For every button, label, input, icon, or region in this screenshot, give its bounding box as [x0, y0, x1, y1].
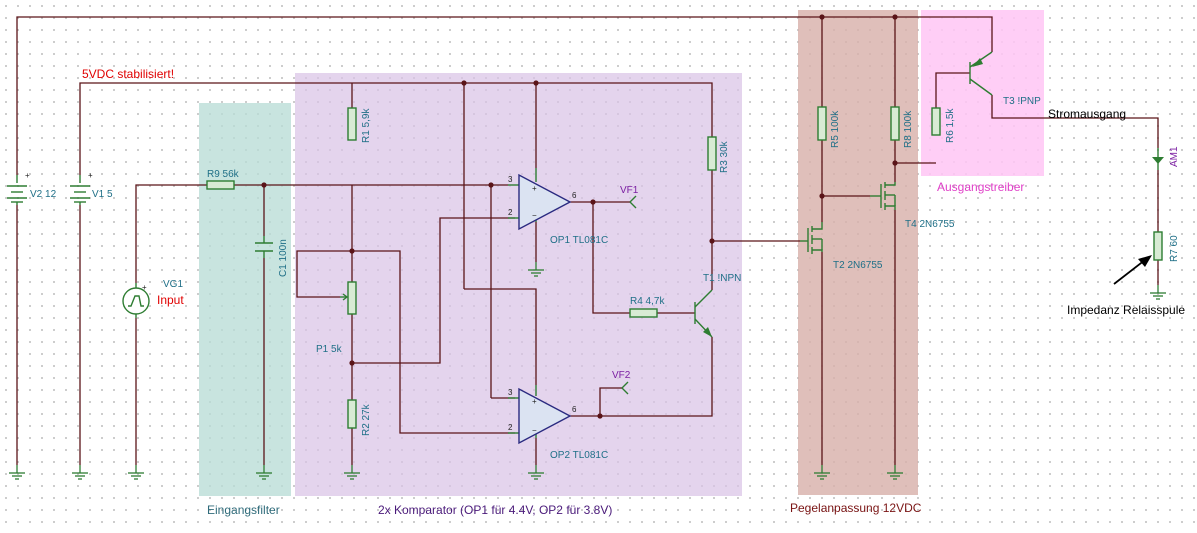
- region-output-driver: [921, 10, 1044, 176]
- ammeter-am1[interactable]: [1152, 148, 1164, 170]
- label-r2: R2 27k: [361, 403, 372, 436]
- region-label-input-filter: Eingangsfilter: [207, 503, 280, 517]
- region-input-filter: [199, 103, 291, 496]
- op1-pin3: 3: [508, 175, 513, 184]
- label-t2: T2 2N6755: [833, 260, 883, 271]
- plus-sign: +: [142, 283, 147, 292]
- junctions: [261, 14, 898, 419]
- resistor-r2[interactable]: [347, 399, 357, 429]
- battery-v2[interactable]: +: [7, 171, 30, 205]
- op2-minus-symbol: −: [532, 426, 537, 435]
- supply-note: 5VDC stabilisiert!: [82, 67, 174, 81]
- label-r4: R4 4,7k: [630, 296, 665, 307]
- resistor-r6[interactable]: [931, 107, 941, 136]
- resistor-r1[interactable]: [347, 107, 357, 141]
- signal-generator-vg1[interactable]: +: [122, 283, 150, 318]
- label-t1: T1 !NPN: [703, 273, 741, 284]
- output-label: Stromausgang: [1048, 107, 1126, 121]
- load-note: Impedanz Relaisspule: [1067, 303, 1185, 317]
- label-t3: T3 !PNP: [1003, 96, 1041, 107]
- opamp-op1[interactable]: + − 3 2 6: [508, 168, 577, 231]
- transistor-t3-pnp[interactable]: [969, 51, 993, 96]
- resistor-r5[interactable]: [817, 106, 827, 141]
- plus-sign: +: [88, 171, 93, 180]
- resistor-r9[interactable]: [206, 180, 235, 190]
- wires: [16, 16, 1159, 465]
- voltage-probe-vf1[interactable]: [629, 195, 637, 209]
- transistor-t2-mosfet[interactable]: [800, 222, 823, 254]
- label-vg1: VG1: [163, 279, 183, 290]
- component-labels: V2 12 V1 5 VG1 R9 56k C1 100n R1 5,9k P1…: [30, 96, 1180, 461]
- op2-pin6: 6: [572, 405, 577, 414]
- label-r6: R6 1,5k: [945, 108, 956, 143]
- label-op2: OP2 TL081C: [550, 450, 608, 461]
- resistor-r7[interactable]: [1153, 231, 1163, 261]
- label-r1: R1 5,9k: [361, 108, 372, 143]
- input-label: Input: [157, 293, 184, 307]
- label-t4: T4 2N6755: [905, 219, 955, 230]
- label-r9: R9 56k: [207, 169, 240, 180]
- label-v1: V1 5: [92, 189, 113, 200]
- annotation-arrow: [1113, 255, 1152, 285]
- potentiometer-p1[interactable]: [340, 281, 357, 315]
- label-r8: R8 100k: [903, 110, 914, 148]
- region-label-comparator: 2x Komparator (OP1 für 4.4V, OP2 für 3.8…: [378, 503, 612, 517]
- capacitor-c1[interactable]: [255, 236, 273, 258]
- label-op1: OP1 TL081C: [550, 235, 608, 246]
- resistor-r4[interactable]: [629, 308, 658, 318]
- label-r3: R3 30k: [719, 140, 730, 173]
- region-label-level-shift: Pegelanpassung 12VDC: [790, 501, 922, 515]
- voltage-probe-vf2[interactable]: [621, 381, 629, 395]
- op1-plus-symbol: +: [532, 184, 537, 193]
- label-r7: R7 60: [1169, 235, 1180, 262]
- op1-pin6: 6: [572, 191, 577, 200]
- opamp-op2[interactable]: + − 3 2 6: [508, 385, 577, 445]
- op1-pin2: 2: [508, 208, 513, 217]
- plus-sign: +: [25, 171, 30, 180]
- label-r5: R5 100k: [830, 110, 841, 148]
- transistor-t4-mosfet[interactable]: [870, 182, 896, 210]
- resistor-r8[interactable]: [890, 106, 900, 141]
- op1-minus-symbol: −: [532, 211, 537, 220]
- label-v2: V2 12: [30, 189, 57, 200]
- op2-pin2: 2: [508, 423, 513, 432]
- resistor-r3[interactable]: [707, 136, 717, 171]
- op2-pin3: 3: [508, 388, 513, 397]
- label-p1: P1 5k: [316, 344, 343, 355]
- op2-plus-symbol: +: [532, 397, 537, 406]
- label-am1: AM1: [1169, 146, 1180, 167]
- label-vf1: VF1: [620, 185, 639, 196]
- region-level-shift: [798, 10, 918, 495]
- label-c1: C1 100n: [278, 239, 289, 277]
- transistor-t1-npn[interactable]: [694, 289, 713, 338]
- region-label-output-driver: Ausgangstreiber: [937, 180, 1024, 194]
- label-vf2: VF2: [612, 370, 631, 381]
- battery-v1[interactable]: +: [70, 171, 93, 205]
